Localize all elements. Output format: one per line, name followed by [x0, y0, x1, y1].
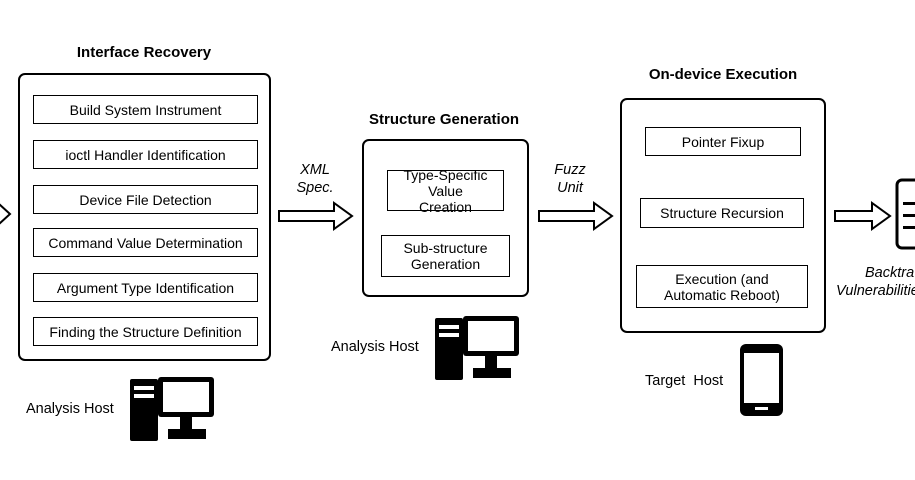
output-label-line: Vulnerabilitie [836, 283, 915, 299]
smartphone-icon [740, 344, 783, 416]
computer-icon [435, 316, 519, 380]
step-pointer-fixup: Pointer Fixup [645, 127, 801, 156]
host-label-target: Target Host [645, 373, 724, 389]
flow-arrow-1 [278, 201, 354, 231]
arrow-label-line: XML [300, 162, 330, 178]
step-finding-structure-definition: Finding the Structure Definition [33, 317, 258, 346]
flow-arrow-3 [834, 201, 892, 231]
step-build-system-instrument: Build System Instrument [33, 95, 258, 124]
step-sub-structure-generation: Sub-structure Generation [381, 235, 510, 277]
step-command-value-determination: Command Value Determination [33, 228, 258, 257]
stage-box-interface-recovery [18, 73, 271, 361]
stage-box-on-device-execution [620, 98, 826, 333]
stage-title-on-device-execution: On-device Execution [648, 66, 798, 83]
arrow-label-line: Spec. [296, 180, 334, 196]
stage-box-structure-generation [362, 139, 529, 297]
incoming-arrow [0, 203, 12, 225]
step-execution-automatic-reboot: Execution (and Automatic Reboot) [636, 265, 808, 308]
output-label-line: Backtra [865, 265, 915, 281]
host-label-analysis-1: Analysis Host [26, 401, 114, 417]
computer-icon [130, 377, 214, 441]
step-type-specific-value-creation: Type-Specific Value Creation [387, 167, 504, 215]
arrow-label-xml-spec: XML Spec. [285, 161, 345, 197]
arrow-label-line: Unit [557, 180, 583, 196]
flow-arrow-2 [538, 201, 614, 231]
report-document-icon [895, 178, 915, 250]
stage-title-structure-generation: Structure Generation [368, 111, 520, 128]
step-structure-recursion: Structure Recursion [640, 198, 804, 228]
step-ioctl-handler-identification: ioctl Handler Identification [33, 140, 258, 169]
step-argument-type-identification: Argument Type Identification [33, 273, 258, 302]
output-label: Backtra Vulnerabilitie [836, 264, 915, 300]
arrow-label-line: Fuzz [554, 162, 586, 178]
stage-title-interface-recovery: Interface Recovery [76, 44, 212, 61]
step-device-file-detection: Device File Detection [33, 185, 258, 214]
host-label-analysis-2: Analysis Host [331, 339, 419, 355]
